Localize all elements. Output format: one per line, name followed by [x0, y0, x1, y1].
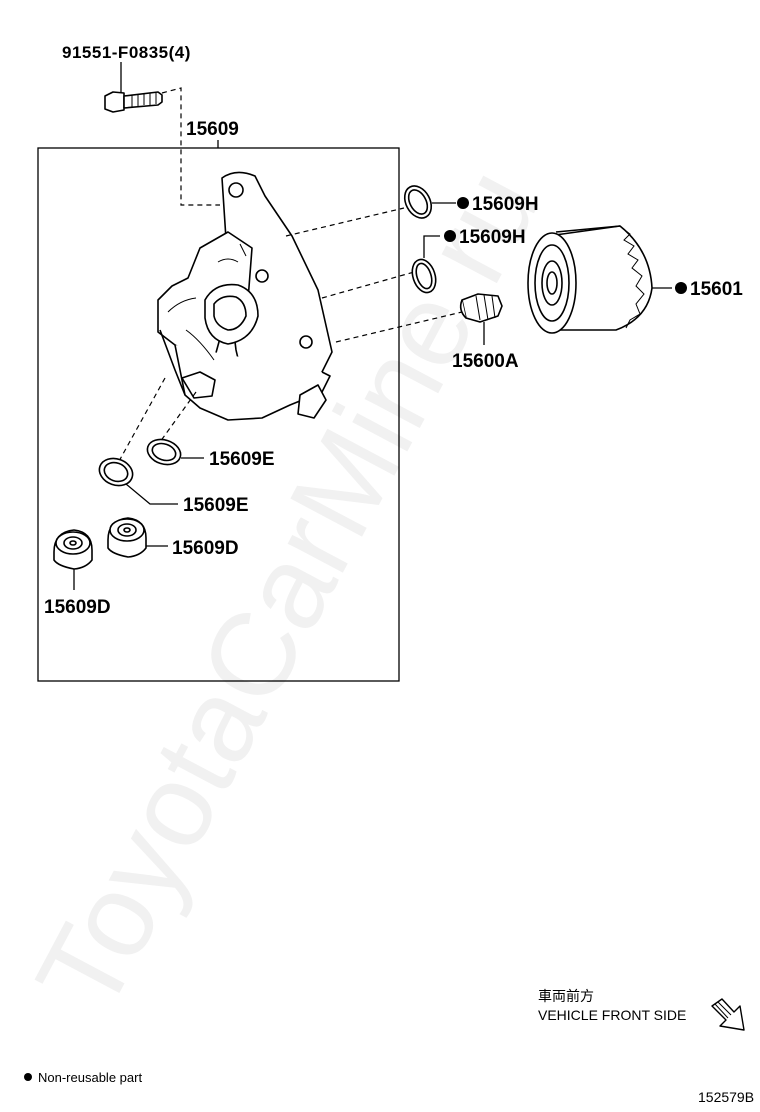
plug-left-label: 15609D	[44, 597, 111, 618]
oil-filter-label: 15601	[690, 279, 743, 300]
gasket-lower-label: 15609E	[183, 495, 249, 516]
figure-id: 152579B	[698, 1089, 754, 1105]
non-reusable-mark-2	[444, 230, 456, 242]
legend-text: Non-reusable part	[38, 1070, 142, 1085]
bolt-part[interactable]	[104, 62, 163, 113]
gasket-upper-label: 15609E	[209, 449, 275, 470]
union-bolt-part[interactable]	[459, 293, 503, 323]
plug-right-label: 15609D	[172, 538, 239, 559]
plug-right-part[interactable]	[107, 517, 147, 558]
legend-dot-icon	[24, 1073, 32, 1081]
oring-top-part[interactable]	[399, 181, 436, 222]
oring-mid-label: 15609H	[459, 227, 526, 248]
non-reusable-mark-3	[675, 282, 687, 294]
gasket-lower-part[interactable]	[96, 454, 137, 490]
direction-jp: 車両前方	[538, 988, 594, 1004]
plug-left-part[interactable]	[53, 529, 93, 570]
filter-bracket-housing[interactable]	[157, 171, 333, 421]
non-reusable-mark-1	[457, 197, 469, 209]
union-bolt-label: 15600A	[452, 351, 519, 372]
housing-label: 15609	[186, 119, 239, 140]
oil-filter-part[interactable]	[527, 225, 653, 334]
gasket-upper-part[interactable]	[144, 435, 184, 468]
direction-en: VEHICLE FRONT SIDE	[538, 1007, 686, 1023]
bolt-label: 91551-F0835(4)	[62, 43, 191, 62]
oring-mid-part[interactable]	[408, 256, 439, 295]
oring-top-label: 15609H	[472, 194, 539, 215]
direction-arrow-icon	[711, 998, 745, 1031]
